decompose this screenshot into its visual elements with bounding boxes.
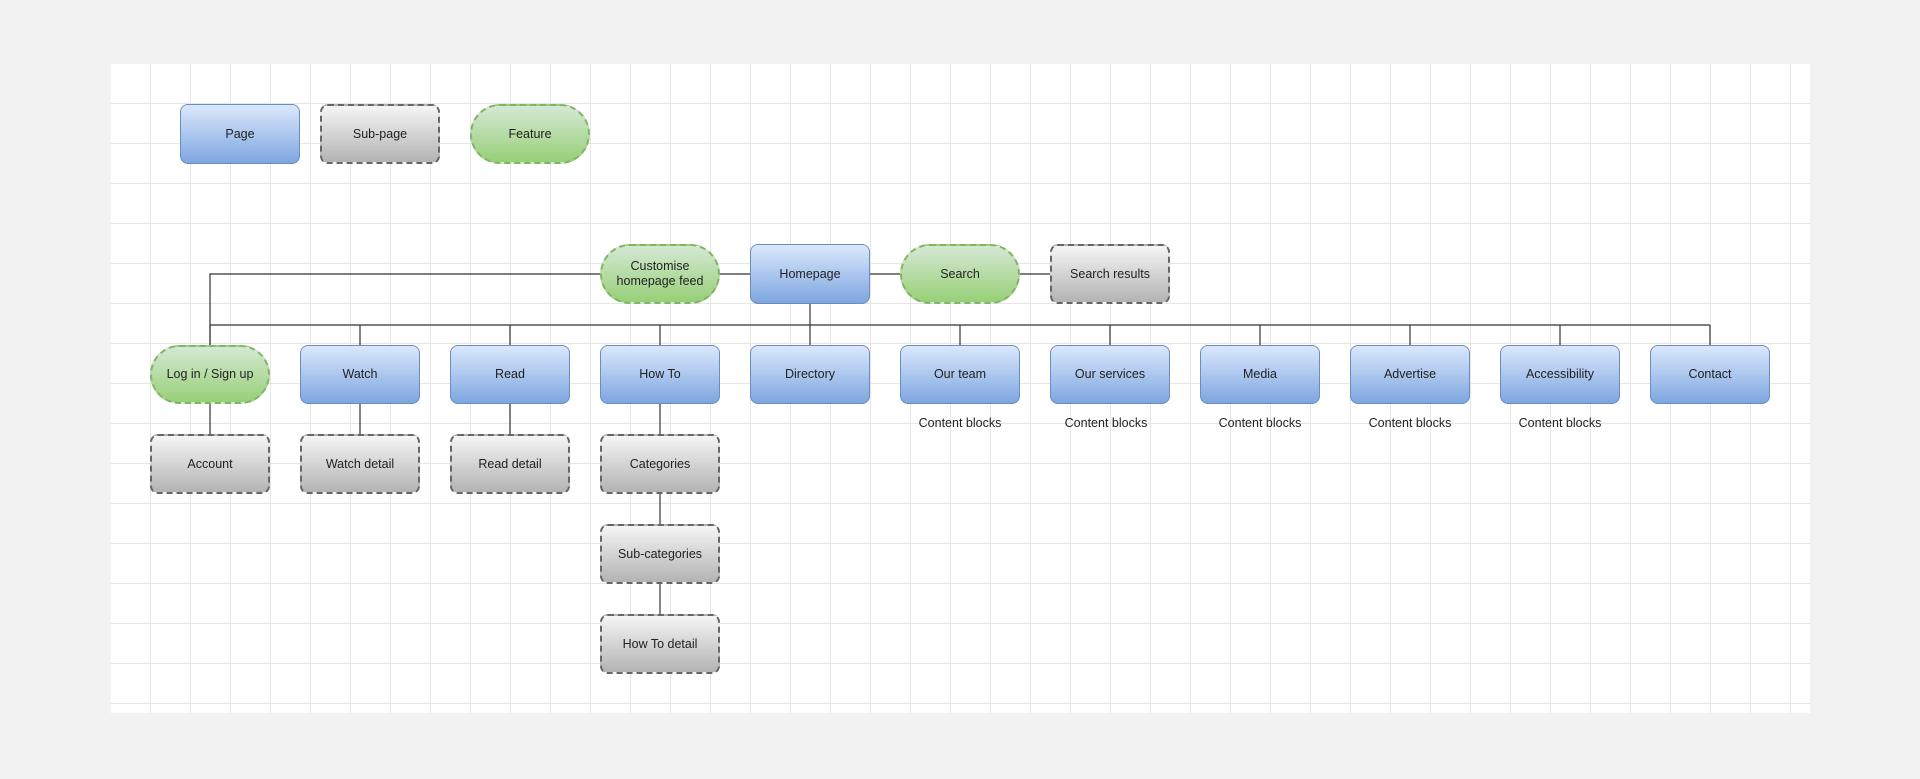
search-results-label: Search results [1070,266,1150,281]
node-contact[interactable]: Contact [1650,345,1770,404]
note-our-services-content-blocks: Content blocks [1064,416,1148,430]
legend-subpage-label: Sub-page [352,126,408,141]
node-advertise[interactable]: Advertise [1350,345,1470,404]
node-customise-homepage-feed[interactable]: Customise homepage feed [600,244,720,304]
legend-page-label: Page [225,126,255,141]
advertise-label: Advertise [1383,367,1437,381]
node-read[interactable]: Read [450,345,570,404]
accessibility-label: Accessibility [1525,367,1595,381]
our-team-label: Our team [933,367,987,381]
search-label: Search [940,266,980,281]
node-read-detail[interactable]: Read detail [450,434,570,494]
node-categories[interactable]: Categories [600,434,720,494]
node-search-results[interactable]: Search results [1050,244,1170,304]
node-watch-detail[interactable]: Watch detail [300,434,420,494]
node-how-to-detail[interactable]: How To detail [600,614,720,674]
legend-subpage[interactable]: Sub-page [320,104,440,164]
note-our-team-content-blocks: Content blocks [918,416,1002,430]
login-label: Log in / Sign up [166,367,254,381]
howto-label: How To [639,367,681,381]
directory-label: Directory [784,367,835,381]
node-login-signup[interactable]: Log in / Sign up [150,345,270,404]
our-services-label: Our services [1074,367,1146,381]
note-media-content-blocks: Content blocks [1218,416,1302,430]
customise-feed-label: Customise homepage feed [616,259,704,288]
node-watch[interactable]: Watch [300,345,420,404]
node-sub-categories[interactable]: Sub-categories [600,524,720,584]
account-label: Account [187,456,233,471]
node-accessibility[interactable]: Accessibility [1500,345,1620,404]
node-account[interactable]: Account [150,434,270,494]
legend-feature-label: Feature [508,126,552,141]
sub-categories-label: Sub-categories [617,546,703,561]
node-media[interactable]: Media [1200,345,1320,404]
read-label: Read [495,367,525,381]
node-directory[interactable]: Directory [750,345,870,404]
node-how-to[interactable]: How To [600,345,720,404]
node-our-team[interactable]: Our team [900,345,1020,404]
note-advertise-content-blocks: Content blocks [1368,416,1452,430]
edge-customise-to-login [209,273,600,345]
watch-detail-label: Watch detail [325,456,395,471]
contact-label: Contact [1688,367,1732,381]
watch-label: Watch [342,367,378,381]
note-accessibility-content-blocks: Content blocks [1518,416,1602,430]
categories-label: Categories [629,456,691,471]
node-search[interactable]: Search [900,244,1020,304]
node-homepage[interactable]: Homepage [750,244,870,304]
legend-feature[interactable]: Feature [470,104,590,164]
node-our-services[interactable]: Our services [1050,345,1170,404]
media-label: Media [1242,367,1278,381]
legend-page[interactable]: Page [180,104,300,164]
homepage-label: Homepage [779,266,841,281]
howto-detail-label: How To detail [622,636,698,651]
read-detail-label: Read detail [478,456,542,471]
